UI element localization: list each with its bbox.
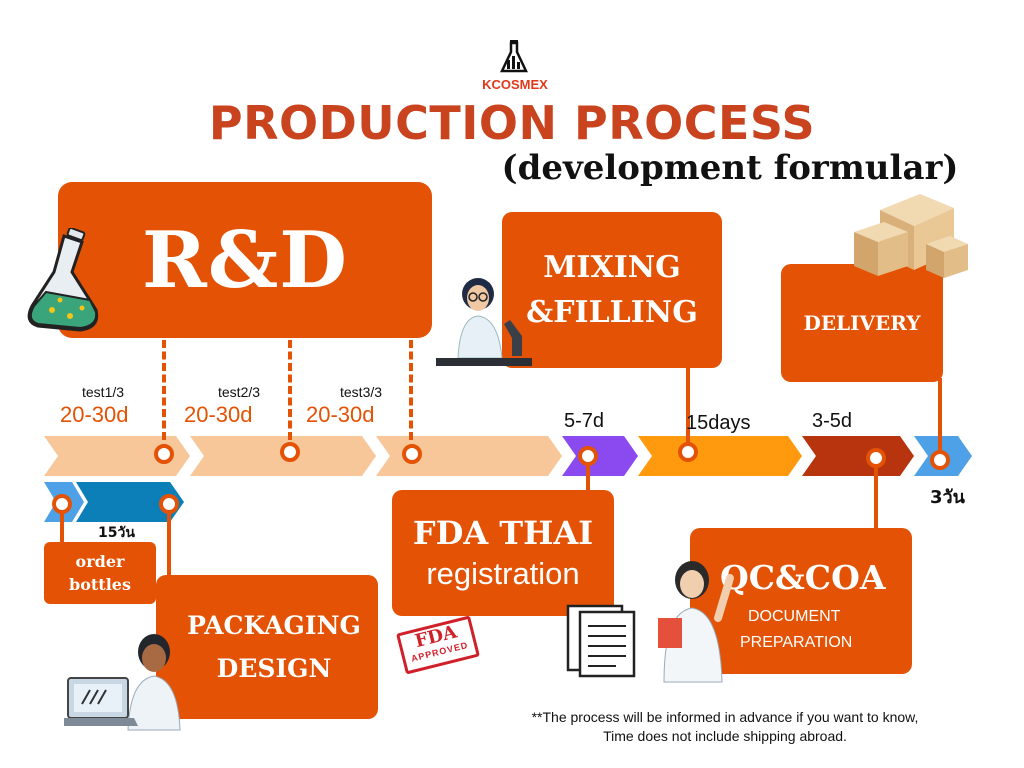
connector-mixing bbox=[686, 366, 690, 446]
duration-qc: 3-5d bbox=[812, 410, 853, 432]
node-rd-1 bbox=[154, 444, 174, 464]
scientist-clipboard-icon bbox=[658, 561, 734, 683]
arrow-fda bbox=[562, 436, 638, 476]
boxes-icon bbox=[854, 194, 968, 278]
kcosmex-logo-icon bbox=[500, 40, 528, 73]
duration-bottles: 15วัน bbox=[98, 525, 135, 541]
duration-fda: 5-7d bbox=[564, 410, 605, 432]
stage-rd-label: R&D bbox=[142, 214, 348, 306]
connector-rd-2 bbox=[288, 340, 292, 440]
brand-name: KCOSMEX bbox=[482, 77, 548, 92]
scientist-microscope-icon bbox=[436, 278, 532, 366]
page-subtitle: (development formular) bbox=[501, 148, 959, 188]
node-mixing bbox=[678, 442, 698, 462]
stage-qc-title: QC&COA bbox=[720, 558, 886, 597]
stage-rd: R&D bbox=[58, 182, 432, 338]
stage-qc-line2: PREPARATION bbox=[740, 634, 853, 651]
connector-qc bbox=[874, 458, 878, 530]
stage-order-line1: order bbox=[75, 552, 125, 571]
connector-packaging bbox=[167, 504, 171, 584]
document-icon bbox=[566, 604, 636, 678]
stage-mixing-line1: MIXING bbox=[543, 250, 681, 285]
test2-label: test2/3 bbox=[218, 384, 261, 400]
test3-label: test3/3 bbox=[340, 384, 383, 400]
connector-order bbox=[60, 502, 64, 546]
connector-rd-3 bbox=[409, 340, 413, 440]
connector-delivery bbox=[938, 378, 942, 456]
node-rd-2 bbox=[280, 442, 300, 462]
flask-icon bbox=[27, 228, 99, 332]
arrow-qc bbox=[802, 436, 914, 476]
node-fda bbox=[578, 446, 598, 466]
node-delivery bbox=[930, 450, 950, 470]
duration-rd-2: 20-30d bbox=[184, 402, 253, 427]
duration-delivery: 3วัน bbox=[930, 487, 965, 508]
stage-mixing-line2: &FILLING bbox=[526, 295, 698, 330]
node-order bbox=[52, 494, 72, 514]
stage-fda: FDA THAI registration bbox=[392, 490, 614, 616]
stage-packaging: PACKAGING DESIGN bbox=[156, 575, 378, 719]
stage-fda-line1: FDA THAI bbox=[412, 514, 594, 552]
stage-qc-line1: DOCUMENT bbox=[748, 608, 841, 625]
stage-fda-line2: registration bbox=[426, 556, 580, 591]
arrow-rd-1 bbox=[44, 436, 190, 476]
node-rd-3 bbox=[402, 444, 422, 464]
footnote-line1: **The process will be informed in advanc… bbox=[531, 709, 919, 725]
connector-fda bbox=[586, 456, 590, 496]
footnote: **The process will be informed in advanc… bbox=[470, 708, 980, 746]
stage-packaging-line1: PACKAGING bbox=[187, 611, 361, 640]
stage-mixing: MIXING &FILLING bbox=[502, 212, 722, 368]
arrow-mixing bbox=[638, 436, 802, 476]
designer-laptop-icon bbox=[64, 634, 181, 731]
stage-packaging-line2: DESIGN bbox=[216, 654, 332, 683]
node-packaging bbox=[159, 494, 179, 514]
page-title: PRODUCTION PROCESS bbox=[208, 96, 816, 150]
footnote-line2: Time does not include shipping abroad. bbox=[603, 728, 847, 744]
fda-approved-stamp: FDA APPROVED bbox=[396, 615, 480, 675]
duration-rd-1: 20-30d bbox=[60, 402, 129, 427]
stage-delivery: DELIVERY bbox=[781, 264, 943, 382]
duration-rd-3: 20-30d bbox=[306, 402, 375, 427]
stage-delivery-label: DELIVERY bbox=[803, 311, 921, 335]
timeline-arrows-bottles bbox=[44, 482, 184, 522]
arrow-rd-3 bbox=[376, 436, 562, 476]
node-qc bbox=[866, 448, 886, 468]
stage-order-bottles: order bottles bbox=[44, 542, 156, 604]
connector-rd-1 bbox=[162, 340, 166, 440]
test1-label: test1/3 bbox=[82, 384, 125, 400]
stage-order-line2: bottles bbox=[69, 575, 131, 594]
duration-mixing: 15days bbox=[686, 412, 751, 434]
